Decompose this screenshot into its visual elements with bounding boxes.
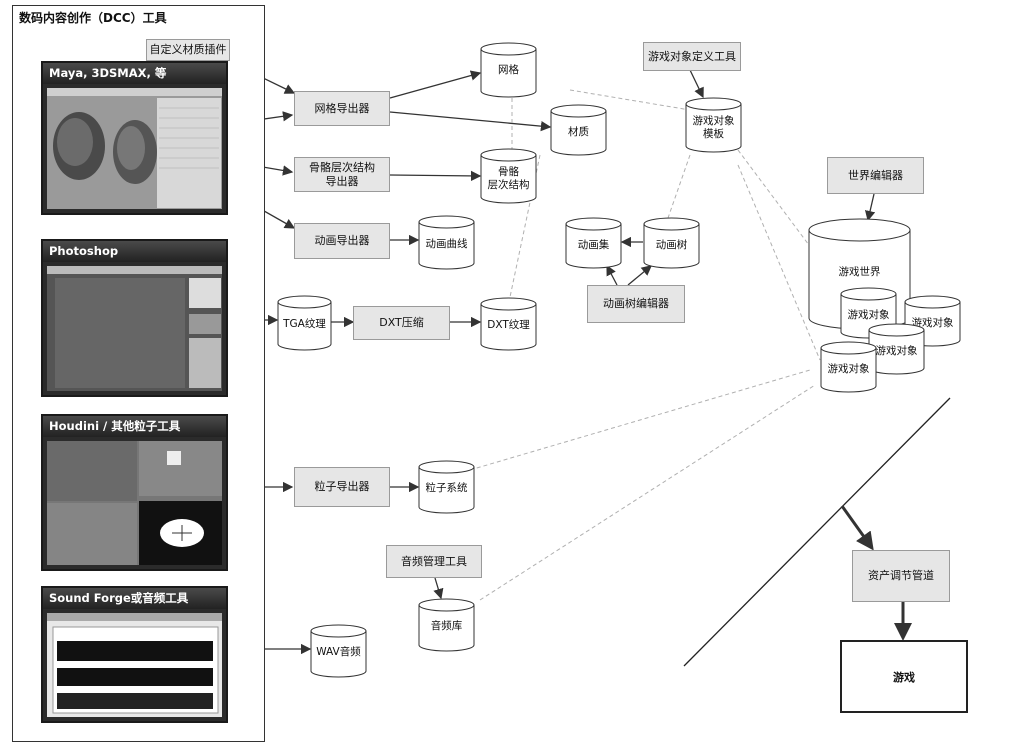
dashed-particle-world bbox=[469, 369, 811, 471]
store-anim-tree-label: 动画树 bbox=[655, 239, 688, 251]
tool-maya-title: Maya, 3DSMAX, 等 bbox=[43, 63, 226, 84]
store-game-object-3: 游戏对象 bbox=[868, 323, 925, 375]
asset-conditioning-pipeline-box: 资产调节管道 bbox=[852, 550, 950, 602]
dcc-panel-title: 数码内容创作（DCC）工具 bbox=[19, 11, 167, 25]
soundforge-waveform-image bbox=[47, 613, 222, 717]
houdini-ui-image bbox=[47, 441, 222, 565]
tool-maya: Maya, 3DSMAX, 等 bbox=[41, 61, 228, 215]
tool-photoshop: Photoshop bbox=[41, 239, 228, 397]
store-dxt-texture: DXT纹理 bbox=[480, 297, 537, 351]
store-anim-tree: 动画树 bbox=[643, 217, 700, 269]
houdini-screenshot bbox=[47, 441, 222, 565]
store-audio-lib-label: 音频库 bbox=[430, 620, 463, 632]
store-anim-set: 动画集 bbox=[565, 217, 622, 269]
tool-houdini-title: Houdini / 其他粒子工具 bbox=[43, 416, 226, 437]
photoshop-screenshot bbox=[47, 266, 222, 391]
skeleton-exporter-box: 骨骼层次结构 导出器 bbox=[294, 157, 390, 192]
dashed-material-template bbox=[569, 89, 691, 111]
tool-soundforge: Sound Forge或音频工具 bbox=[41, 586, 228, 723]
store-wav-audio-label: WAV音频 bbox=[316, 646, 361, 658]
store-anim-set-label: 动画集 bbox=[577, 239, 610, 251]
store-mesh: 网格 bbox=[480, 42, 537, 98]
arrow-anim-tree-editor-to-anim-set bbox=[606, 264, 618, 286]
arrow-gameobj-tool-to-template bbox=[689, 69, 704, 99]
arrow-mesh-exporter-to-material bbox=[389, 111, 552, 132]
store-audio-lib: 音频库 bbox=[418, 598, 475, 652]
dashed-audio-world bbox=[479, 384, 816, 601]
store-material: 材质 bbox=[550, 104, 607, 156]
store-wav-audio: WAV音频 bbox=[310, 624, 367, 678]
custom-material-plugin-box: 自定义材质插件 bbox=[146, 39, 230, 61]
photoshop-ui-image bbox=[47, 266, 222, 391]
tool-soundforge-title: Sound Forge或音频工具 bbox=[43, 588, 226, 609]
store-game-object-3-label: 游戏对象 bbox=[875, 345, 918, 357]
soundforge-screenshot bbox=[47, 613, 222, 717]
dashed-template-anim-tree bbox=[667, 154, 691, 219]
store-tga-texture: TGA纹理 bbox=[277, 295, 332, 351]
store-game-object-4: 游戏对象 bbox=[820, 341, 877, 393]
tool-houdini: Houdini / 其他粒子工具 bbox=[41, 414, 228, 571]
store-particle-system: 粒子系统 bbox=[418, 460, 475, 514]
game-object-definition-tool-box: 游戏对象定义工具 bbox=[643, 42, 741, 71]
store-game-object-template: 游戏对象 模板 bbox=[685, 97, 742, 153]
world-editor-box: 世界编辑器 bbox=[827, 157, 924, 194]
maya-heads-image bbox=[47, 88, 222, 209]
store-game-object-2-label: 游戏对象 bbox=[911, 317, 954, 329]
game-box: 游戏 bbox=[840, 640, 968, 713]
store-particle-system-label: 粒子系统 bbox=[425, 482, 468, 494]
maya-screenshot bbox=[47, 88, 222, 209]
store-skeleton-label: 骨骼 层次结构 bbox=[487, 166, 530, 191]
arrow-mesh-exporter-to-mesh bbox=[389, 70, 482, 99]
arrow-audio-manager-to-audio-lib bbox=[433, 577, 444, 600]
store-material-label: 材质 bbox=[568, 126, 589, 138]
store-anim-curve-label: 动画曲线 bbox=[425, 238, 468, 250]
store-mesh-label: 网格 bbox=[498, 64, 519, 76]
arrow-anim-tree-editor-to-anim-tree bbox=[627, 265, 653, 286]
store-game-object-template-label: 游戏对象 模板 bbox=[692, 115, 735, 140]
arrow-divider-to-pipeline bbox=[840, 505, 874, 551]
tools-game-divider bbox=[683, 397, 951, 667]
audio-manager-box: 音频管理工具 bbox=[386, 545, 482, 578]
store-anim-curve: 动画曲线 bbox=[418, 215, 475, 270]
dxt-compress-box: DXT压缩 bbox=[353, 306, 450, 340]
anim-tree-editor-box: 动画树编辑器 bbox=[587, 285, 685, 323]
store-game-object-4-label: 游戏对象 bbox=[827, 363, 870, 375]
arrow-skeleton-exporter-to-skeleton bbox=[389, 170, 482, 182]
animation-exporter-box: 动画导出器 bbox=[294, 223, 390, 259]
store-tga-texture-label: TGA纹理 bbox=[283, 318, 326, 330]
mesh-exporter-box: 网格导出器 bbox=[294, 91, 390, 126]
dashed-template-world-b bbox=[737, 164, 821, 361]
store-skeleton: 骨骼 层次结构 bbox=[480, 148, 537, 204]
store-dxt-texture-label: DXT纹理 bbox=[487, 319, 530, 331]
tool-photoshop-title: Photoshop bbox=[43, 241, 226, 262]
dcc-tools-panel: 数码内容创作（DCC）工具 Maya, 3DSMAX, 等 Photoshop bbox=[12, 5, 265, 742]
store-game-world-label: 游戏世界 bbox=[838, 266, 881, 278]
particle-exporter-box: 粒子导出器 bbox=[294, 467, 390, 507]
arrow-world-editor-to-world bbox=[864, 193, 876, 222]
store-game-object-1-label: 游戏对象 bbox=[847, 309, 890, 321]
